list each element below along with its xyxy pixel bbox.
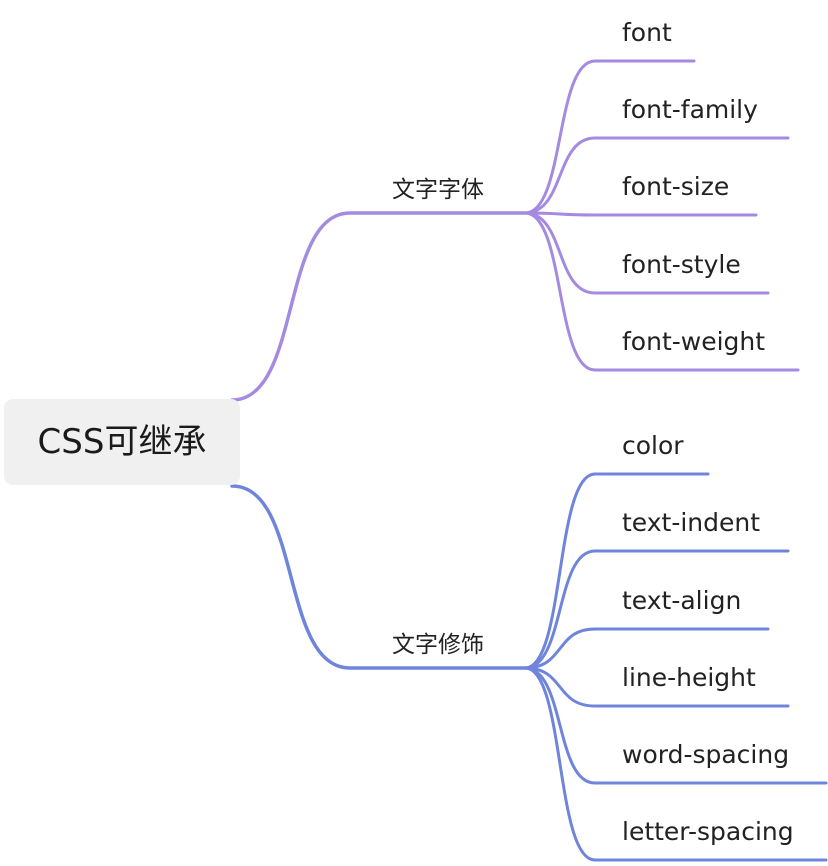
leaf-node[interactable]: letter-spacing [622, 817, 794, 846]
leaf-label: font-weight [622, 327, 765, 356]
leaf-label: color [622, 431, 684, 460]
branch-to-leaf-connector [523, 549, 790, 670]
root-node[interactable]: CSS可继承 [4, 399, 240, 485]
branch-to-leaf-connector [523, 666, 828, 785]
branch-layer: 文字字体 font font-family font-size font-style fo… [392, 18, 794, 846]
branch-to-leaf-connector [523, 211, 758, 217]
leaf-label: text-indent [622, 508, 760, 537]
branch-to-leaf-connector [523, 211, 800, 372]
branch-to-leaf-connector [523, 472, 710, 670]
root-node-box[interactable] [4, 399, 240, 485]
leaf-node[interactable]: text-align [622, 586, 741, 615]
root-node-label: CSS可继承 [38, 422, 207, 462]
branch-to-leaf-connector [523, 59, 696, 215]
leaf-node[interactable]: font-weight [622, 327, 765, 356]
leaf-label: font-family [622, 95, 758, 124]
leaf-node[interactable]: font-family [622, 95, 758, 124]
root-to-branch-connector [230, 211, 527, 402]
leaf-node[interactable]: text-indent [622, 508, 760, 537]
branch-to-leaf-connector [523, 211, 770, 295]
leaf-node[interactable]: word-spacing [622, 740, 789, 769]
branch-node[interactable]: 文字修饰 [392, 632, 484, 658]
leaf-label: font-style [622, 250, 741, 279]
leaf-node[interactable]: font-style [622, 250, 741, 279]
branch-to-leaf-connector [523, 666, 790, 708]
leaf-node[interactable]: font-size [622, 172, 729, 201]
branch-to-leaf-connector [523, 627, 770, 670]
leaf-label: word-spacing [622, 740, 789, 769]
leaf-label: line-height [622, 663, 756, 692]
leaf-label: font [622, 18, 672, 47]
leaf-label: letter-spacing [622, 817, 794, 846]
branch-node[interactable]: 文字字体 [392, 177, 484, 203]
connector-layer [230, 59, 828, 862]
branch-label: 文字修饰 [392, 632, 484, 658]
leaf-node[interactable]: font [622, 18, 672, 47]
leaf-node[interactable]: line-height [622, 663, 756, 692]
leaf-label: text-align [622, 586, 741, 615]
branch-label: 文字字体 [392, 177, 484, 203]
root-to-branch-connector [230, 484, 527, 670]
branch-to-leaf-connector [523, 666, 828, 862]
leaf-label: font-size [622, 172, 729, 201]
branch-to-leaf-connector [523, 136, 790, 215]
leaf-node[interactable]: color [622, 431, 684, 460]
